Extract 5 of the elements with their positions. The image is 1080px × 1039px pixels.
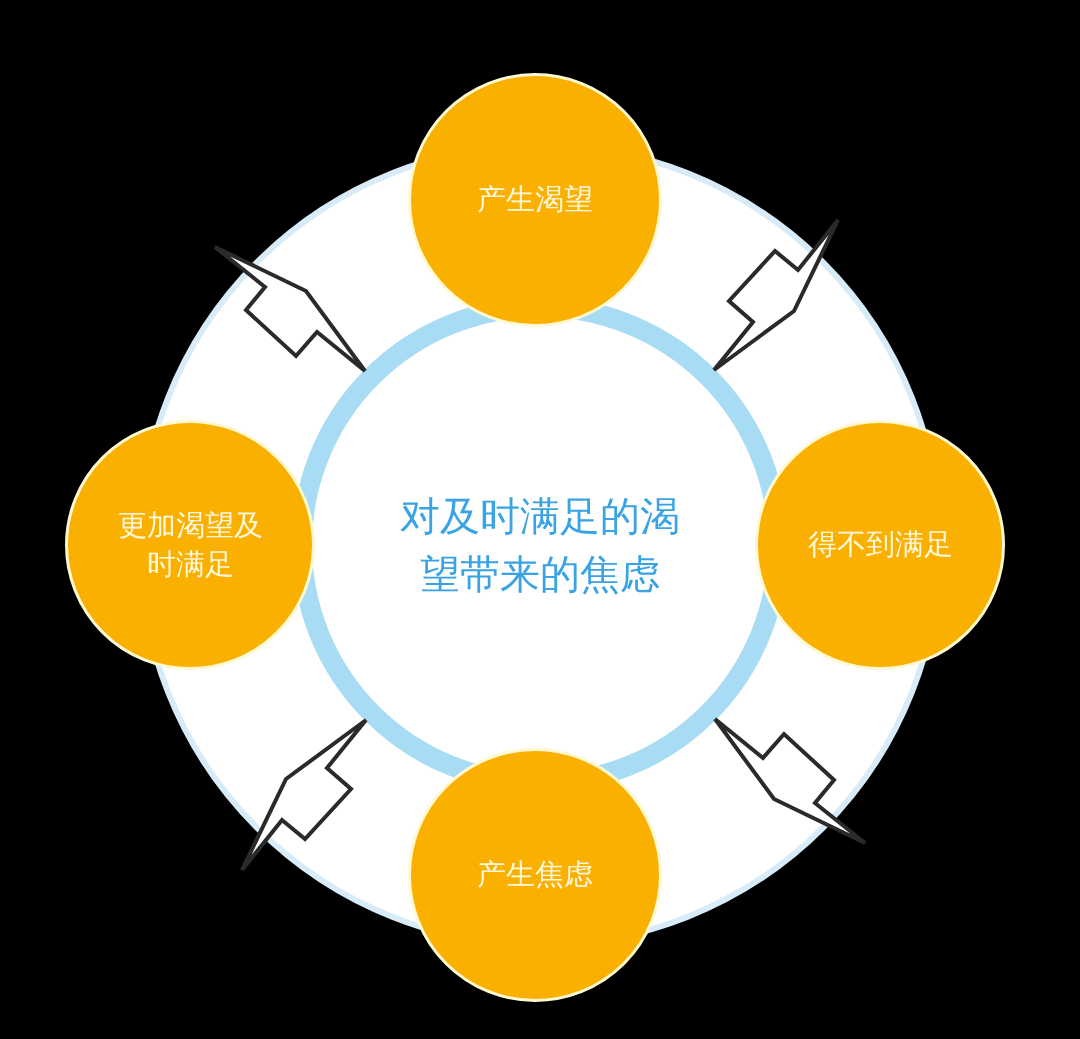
step-label: 得不到满足 — [807, 526, 953, 564]
step-label: 产生焦虑 — [477, 856, 593, 894]
step-label: 更加渴望及时满足 — [116, 506, 264, 583]
step-label: 产生渴望 — [477, 181, 593, 219]
center-title: 对及时满足的渴望带来的焦虑 — [390, 480, 690, 610]
